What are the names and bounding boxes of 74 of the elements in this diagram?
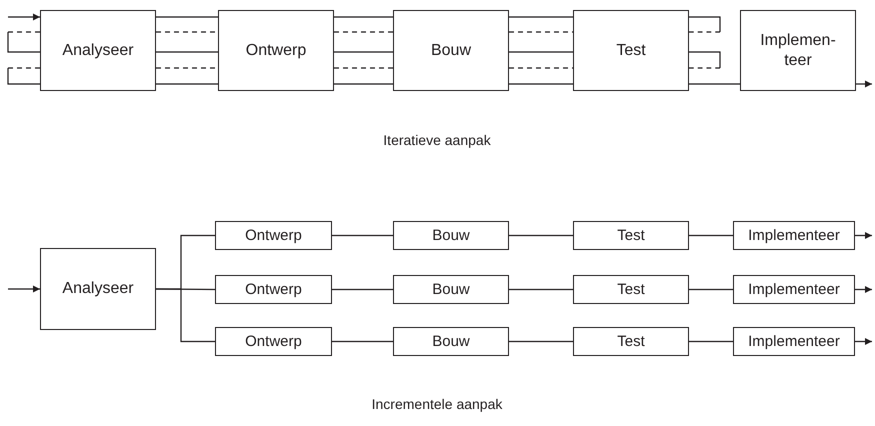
connector-line [509,31,573,33]
arrow [855,286,872,293]
connector-line [7,31,40,53]
box-label: Bouw [432,332,470,350]
box-label: Bouw [430,40,472,60]
connector-line [332,340,393,342]
box-label: Test [617,332,645,350]
connector-line [7,67,40,85]
process-box [215,327,332,356]
box-label: Test [617,226,645,244]
connector-line [334,83,393,85]
box-label: Implementeer [748,226,840,244]
connector-line [332,288,393,290]
process-box [215,221,332,250]
process-box [40,10,156,91]
connector-line [156,83,218,85]
connector-line [509,67,573,69]
box-label: Ontwerp [246,40,306,60]
arrow [855,232,872,239]
connector-line [509,340,573,342]
connector-line [689,16,721,33]
box-label: Ontwerp [245,332,302,350]
process-box [393,275,509,304]
connector-line [334,16,393,18]
process-box [573,10,689,91]
connector-line [156,67,218,69]
process-box [740,10,856,91]
box-label: Ontwerp [245,280,302,298]
box-label: Bouw [432,280,470,298]
process-box [573,275,689,304]
connector-line [689,340,733,342]
arrow [855,338,872,345]
connector-line [156,288,215,342]
process-box [733,221,855,250]
box-label: Implementeer [748,332,840,350]
process-box [393,10,509,91]
connector-line [509,288,573,290]
connector-line [156,16,218,18]
connector-line [509,83,573,85]
box-label: Ontwerp [245,226,302,244]
box-label: Implementeer [748,280,840,298]
box-label: Analyseer [62,279,134,299]
connector-line [334,31,393,33]
connector-line [689,83,740,85]
box-label: Implemen- teer [759,31,837,70]
process-box [733,327,855,356]
caption: Incrementele aanpak [372,396,502,412]
connector-line [689,288,733,290]
box-label: Bouw [432,226,470,244]
box-label: Analyseer [62,40,134,60]
connector-line [509,51,573,53]
process-box [218,10,334,91]
connector-line [334,67,393,69]
connector-line [156,51,218,53]
process-box [393,221,509,250]
arrow [8,14,40,20]
connector-line [509,234,573,236]
process-box [573,327,689,356]
process-box [40,248,156,330]
process-box [733,275,855,304]
process-box [215,275,332,304]
arrow [8,286,40,292]
connector-line [509,16,573,18]
box-label: Test [617,280,645,298]
box-label: Test [616,40,646,60]
connector-line [332,234,393,236]
process-box [393,327,509,356]
caption: Iteratieve aanpak [383,132,491,148]
connector-line [156,31,218,33]
connector-line [334,51,393,53]
process-box [573,221,689,250]
connector-line [689,51,721,69]
arrow [856,80,872,88]
connector-line [689,234,733,236]
